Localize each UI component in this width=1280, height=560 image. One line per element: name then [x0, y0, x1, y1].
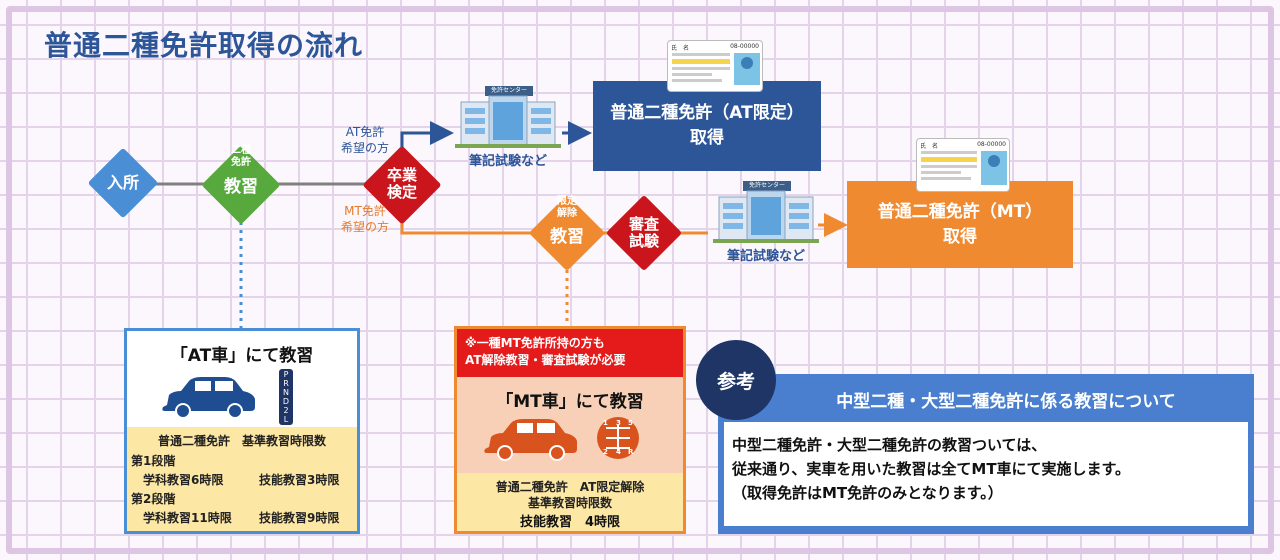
center-sign: 免許センター — [743, 181, 791, 191]
mt-hours-table: 普通二種免許 AT限定解除 基準教習時限数 技能教習 4時限 — [457, 473, 683, 531]
stage2-label: 第2段階 — [131, 492, 176, 506]
gear-4: 4 — [616, 448, 621, 456]
building-icon — [713, 190, 819, 243]
license-center-building-at: 免許センター — [455, 86, 561, 148]
mt-hours-header: 普通二種免許 AT限定解除 — [495, 480, 645, 494]
gear-5: 5 — [628, 419, 633, 427]
review-label: 審査 試験 — [628, 215, 659, 251]
reference-body: 中型二種免許・大型二種免許の教習ついては、 従来通り、実車を用いた教習は全てMT… — [724, 422, 1248, 526]
gear-l: L — [283, 415, 289, 424]
page-title: 普通二種免許取得の流れ — [44, 29, 364, 62]
gear-1: 1 — [603, 419, 608, 427]
stage1-academic: 学科教習6時限 — [143, 473, 224, 487]
mt-route-line — [400, 210, 540, 235]
result-mt-box: 普通二種免許（MT） 取得 — [847, 181, 1073, 268]
gear-r: R — [628, 448, 634, 456]
mt-hours-skill: 技能教習 4時限 — [519, 515, 621, 530]
license-card-number: 08-00000 — [977, 141, 1006, 148]
stage1-skill: 技能教習3時限 — [259, 473, 340, 487]
license-card-icon: 氏 名 08-00000 — [916, 138, 1010, 192]
limit-small-label: 限定 解除 — [557, 196, 577, 219]
limit-main-label: 教習 — [550, 227, 584, 247]
stage2-skill: 技能教習9時限 — [259, 511, 340, 525]
at-training-box: 「AT車」にて教習 P R N D 2 L 普通二種免許 基準教習時限数 第1段… — [124, 328, 360, 534]
training-main-label: 教習 — [224, 177, 258, 197]
at-hours-header: 普通二種免許 基準教習時限数 — [157, 434, 326, 448]
at-gear-icon: P R N D 2 L — [279, 369, 293, 425]
gear-2: 2 — [603, 448, 608, 456]
gear-d: D — [282, 397, 290, 406]
route-mt-label: MT免許 希望の方 — [340, 204, 389, 234]
graduation-label: 卒業 検定 — [386, 166, 417, 202]
license-card-number: 08-00000 — [730, 43, 759, 50]
written-test-caption-at: 筆記試験など — [468, 154, 547, 169]
reference-line-2: 従来通り、実車を用いた教習は全てMT車にて実施します。 — [732, 460, 1131, 478]
at-box-title: 「AT車」にて教習 — [170, 346, 314, 366]
gear-r: R — [283, 379, 289, 388]
mt-hours-sub: 基準教習時限数 — [527, 496, 612, 510]
reference-header: 中型二種・大型二種免許に係る教習について — [836, 392, 1176, 412]
gear-n: N — [283, 388, 289, 397]
building-icon — [455, 95, 561, 148]
stage1-label: 第1段階 — [131, 454, 176, 468]
result-at-box: 普通二種免許（AT限定） 取得 — [593, 81, 821, 171]
gear-2: 2 — [283, 406, 289, 415]
written-test-caption-mt: 筆記試験など — [726, 249, 805, 264]
route-at-label: AT免許 希望の方 — [340, 125, 389, 155]
mt-gear-icon: 1 3 5 2 4 R — [597, 417, 639, 459]
license-card-icon: 氏 名 08-00000 — [667, 40, 763, 92]
license-card-header: 氏 名 — [920, 143, 939, 150]
mt-training-box: ※一種MT免許所持の方も AT解除教習・審査試験が必要 「MT車」にて教習 1 … — [454, 326, 686, 534]
license-card-header: 氏 名 — [671, 45, 690, 52]
license-center-building-mt: 免許センター — [713, 181, 819, 243]
reference-panel: 中型二種・大型二種免許に係る教習について 中型二種免許・大型二種免許の教習ついて… — [718, 374, 1254, 534]
training-small-label: 二種 免許 — [231, 145, 251, 168]
reference-badge: 参考 — [696, 340, 776, 420]
at-hours-table: 普通二種免許 基準教習時限数 第1段階 学科教習6時限 技能教習3時限 第2段階… — [127, 427, 357, 531]
car-icon — [484, 419, 577, 461]
car-icon — [162, 377, 255, 419]
entry-label: 入所 — [106, 173, 139, 192]
stage2-academic: 学科教習11時限 — [143, 511, 232, 525]
mt-note: ※一種MT免許所持の方も AT解除教習・審査試験が必要 — [457, 329, 683, 377]
center-sign: 免許センター — [485, 86, 533, 96]
gear-3: 3 — [616, 419, 621, 427]
reference-line-3: （取得免許はMT免許のみとなります。） — [732, 484, 1003, 502]
mt-box-title: 「MT車」にて教習 — [496, 392, 644, 412]
gear-p: P — [283, 370, 289, 379]
reference-line-1: 中型二種免許・大型二種免許の教習ついては、 — [732, 436, 1047, 454]
